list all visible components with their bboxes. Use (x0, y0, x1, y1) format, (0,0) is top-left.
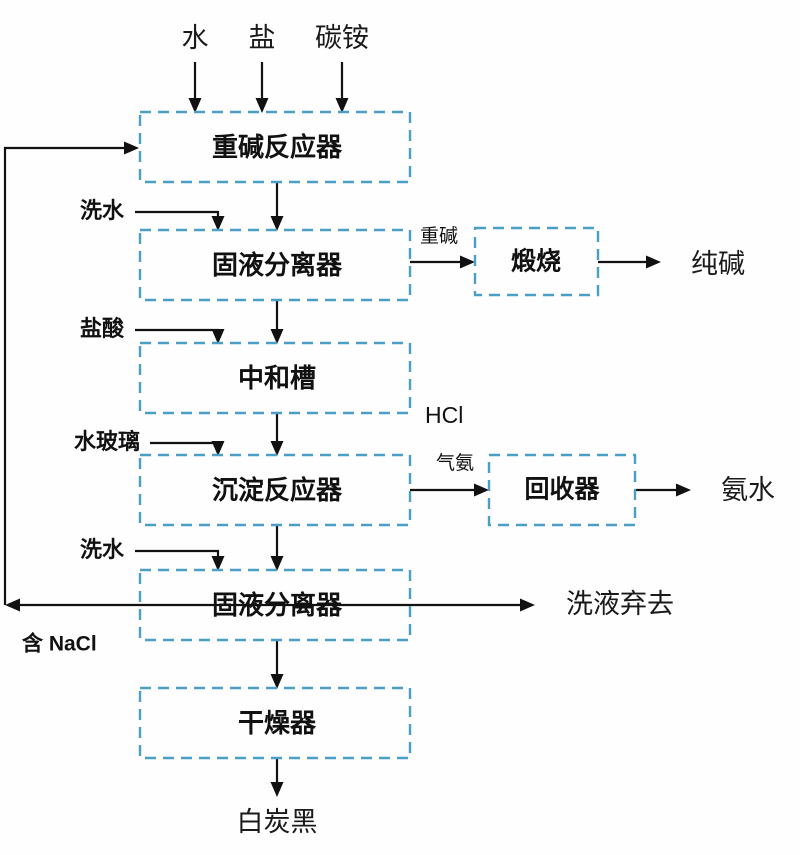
branch-waste-liquor-group (410, 598, 535, 612)
box-label-calciner: 煅烧 (511, 247, 561, 276)
side-input-wash-water-1 (135, 210, 225, 231)
connector-separator1-to-neutralizer (270, 300, 284, 344)
side-input-wash-water-2 (135, 549, 225, 571)
box-neutralizer[interactable] (138, 341, 412, 415)
box-calciner[interactable] (473, 226, 600, 297)
feed-arrow-salt (255, 62, 269, 113)
feed-inputs-group (188, 62, 349, 113)
output-label-soda-ash: 纯碱 (691, 249, 745, 279)
box-label-neutralizer: 中和槽 (238, 363, 316, 393)
box-separator-1[interactable] (138, 228, 412, 302)
connector-precipitator-to-separator2 (270, 525, 284, 571)
output-label-ammonia-water: 氨水 (721, 475, 775, 505)
side-label-hydrochloric-acid: 盐酸 (80, 316, 125, 341)
side-label-wash-water-1: 洗水 (80, 198, 125, 223)
branch-product-group (270, 758, 284, 797)
feed-arrow-water (188, 62, 202, 113)
stream-label-bicarbonate: 重碱 (420, 225, 458, 247)
box-label-recoverer: 回收器 (524, 476, 600, 504)
output-labels-group: 纯碱 氨水 洗液弃去 白炭黑 (237, 249, 776, 837)
box-precipitator[interactable] (138, 453, 412, 527)
box-separator-2[interactable] (138, 568, 412, 642)
box-label-dryer: 干燥器 (238, 708, 317, 738)
side-label-wash-water-2: 洗水 (80, 537, 125, 562)
vertical-connectors-group (270, 182, 284, 689)
stream-labels-group: 重碱 HCl 气氨 含 NaCl (22, 225, 474, 656)
side-inputs-group (135, 210, 225, 571)
output-label-waste-liquor: 洗液弃去 (566, 589, 674, 619)
side-label-water-glass: 水玻璃 (74, 429, 140, 454)
box-label-separator-1: 固液分离器 (212, 250, 343, 280)
side-input-labels-group: 洗水 盐酸 水玻璃 洗水 (74, 198, 140, 562)
process-boxes-group (138, 110, 637, 760)
feed-labels-group: 水 盐 碳铵 (182, 23, 370, 53)
box-labels-group: 重碱反应器 固液分离器 煅烧 中和槽 沉淀反应器 回收器 固液分离器 干燥器 (212, 132, 601, 738)
branch-ammonia-recovery-group (410, 483, 691, 497)
box-recoverer[interactable] (487, 453, 637, 527)
side-input-water-glass (150, 441, 225, 456)
box-dryer[interactable] (138, 686, 412, 760)
box-reactor[interactable] (138, 110, 412, 184)
feed-label-water: 水 (182, 23, 209, 53)
box-label-precipitator: 沉淀反应器 (212, 475, 343, 505)
output-label-white-carbon-black: 白炭黑 (237, 807, 318, 837)
feed-label-salt: 盐 (249, 23, 276, 53)
recycle-loop-group (3, 141, 410, 612)
branch-calcination-group (410, 255, 661, 269)
connector-separator2-to-dryer (270, 640, 284, 689)
side-input-hydrochloric-acid (135, 328, 225, 344)
box-label-reactor: 重碱反应器 (212, 132, 343, 162)
stream-label-contains-nacl: 含 NaCl (22, 632, 97, 656)
feed-label-ammonium-bicarbonate: 碳铵 (315, 23, 369, 53)
stream-label-hcl: HCl (425, 402, 463, 428)
connector-neutralizer-to-precipitator (270, 413, 284, 456)
box-label-separator-2: 固液分离器 (212, 590, 343, 620)
stream-label-ammonia-gas: 气氨 (436, 452, 474, 474)
connector-reactor-to-separator1 (270, 182, 284, 231)
feed-arrow-ammonium-bicarbonate (335, 62, 349, 113)
